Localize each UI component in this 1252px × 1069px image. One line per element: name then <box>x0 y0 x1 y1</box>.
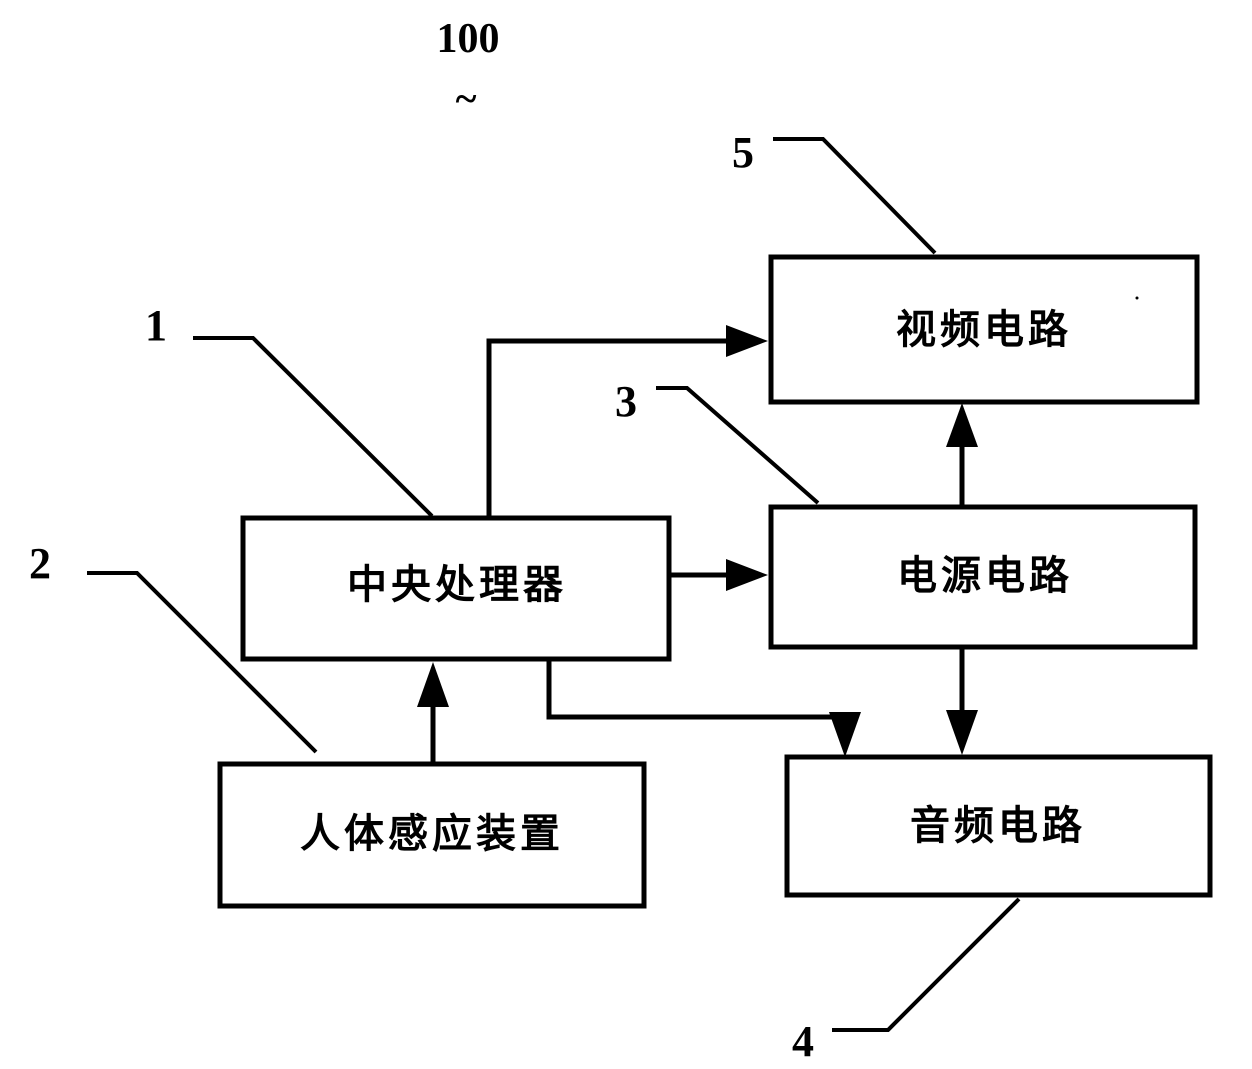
central-processor-label: 中央处理器 <box>347 562 567 608</box>
block-video-circuit: 视频电路 <box>768 254 1200 405</box>
power-circuit-label: 电源电路 <box>897 553 1073 599</box>
video-circuit-box <box>768 254 1200 405</box>
arrowhead-cpu-to-video <box>726 325 768 357</box>
audio-circuit-box <box>784 754 1213 898</box>
leader-line-5 <box>773 137 937 255</box>
video-circuit-label: 视频电路 <box>896 307 1072 353</box>
ref-numeral-4: 4 <box>792 1017 814 1066</box>
body-sensing-device-label: 人体感应装置 <box>300 811 564 857</box>
arrowhead-sensor-to-cpu <box>417 662 449 707</box>
arrowhead-cpu-to-audio <box>829 712 861 757</box>
wire-cpu-to-audio <box>546 660 848 722</box>
arrowhead-power-to-video <box>946 403 978 447</box>
power-circuit-box <box>768 504 1198 650</box>
ref-numeral-5: 5 <box>732 128 754 177</box>
block-central-processor: 中央处理器 <box>240 515 672 662</box>
body-sensing-device-box <box>217 761 647 909</box>
ref-numeral-2: 2 <box>29 539 51 588</box>
wire-cpu-to-video <box>486 338 728 518</box>
audio-circuit-label: 音频电路 <box>910 803 1086 849</box>
leader-line-4 <box>832 897 1021 1032</box>
ref-numeral-3: 3 <box>615 377 637 426</box>
block-body-sensing-device: 人体感应装置 <box>217 761 647 909</box>
ref-numeral-1: 1 <box>145 301 167 350</box>
leader-line-3 <box>656 386 820 505</box>
figure-reference-mark: ~ <box>456 76 477 121</box>
arrowhead-cpu-to-power <box>726 559 768 591</box>
leader-line-1 <box>193 336 434 518</box>
leader-line-2 <box>87 571 318 754</box>
central-processor-box <box>240 515 672 662</box>
figure-reference: 100 <box>437 16 500 62</box>
arrowhead-power-to-audio <box>946 710 978 755</box>
block-audio-circuit: 音频电路 <box>784 754 1213 898</box>
block-power-circuit: 电源电路 <box>768 504 1198 650</box>
scan-speck <box>1135 296 1139 300</box>
